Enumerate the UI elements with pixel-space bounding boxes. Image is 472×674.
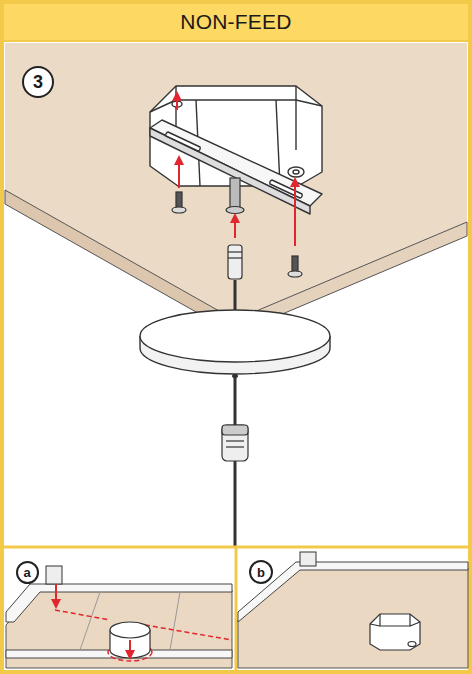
step-circle: b — [249, 560, 273, 584]
callout-number: a — [23, 566, 30, 579]
callout-number: 3 — [33, 73, 43, 91]
callout-number: b — [257, 566, 265, 579]
title-banner: NON-FEED — [4, 4, 468, 40]
step-circle: 3 — [22, 66, 54, 98]
title-text: NON-FEED — [180, 10, 291, 34]
step-circle: a — [16, 561, 39, 584]
